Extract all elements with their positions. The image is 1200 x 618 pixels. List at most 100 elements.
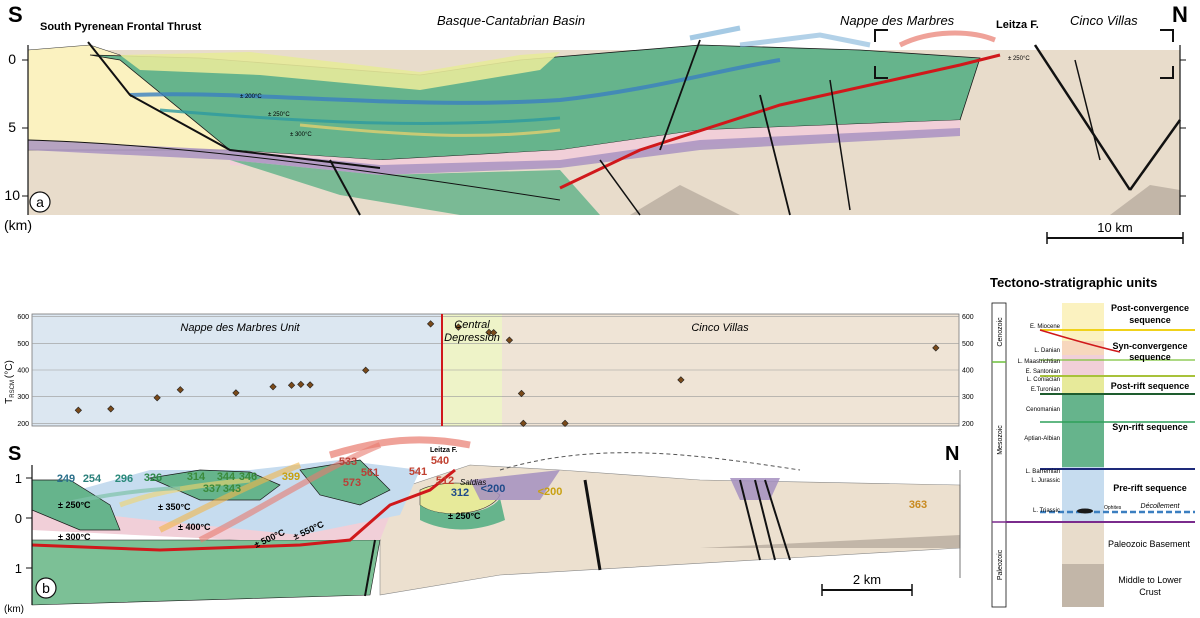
depth-unit: (km) (4, 217, 32, 233)
y-tick-left: 500 (17, 341, 29, 348)
stage-label: Cenomanian (1026, 407, 1060, 413)
panel-b-label: b (42, 580, 50, 596)
stage-label: L. Maastrichtian (1018, 359, 1060, 365)
y-tick-left: 400 (17, 368, 29, 375)
sample-label: 533 (339, 456, 357, 468)
b-depth-tick-zero: 0 (15, 511, 22, 526)
chart-grid (32, 316, 959, 424)
seq-pre-rift: Pre-rift sequence (1113, 483, 1187, 493)
y-tick-right: 200 (962, 421, 974, 428)
y-tick-right: 300 (962, 394, 974, 401)
b-leitza: Leitza F. (430, 447, 457, 454)
data-point (517, 389, 526, 398)
iso-label: ± 300°C (290, 132, 312, 138)
data-point (297, 380, 305, 389)
y-tick-right: 400 (962, 368, 974, 375)
panel-b-north: N (945, 443, 959, 465)
y-tick-left: 600 (17, 314, 29, 321)
sample-label: <200 (481, 483, 506, 495)
seq-post-rift: Post-rift sequence (1111, 381, 1190, 391)
sample-label: 344 (217, 471, 236, 483)
sample-label: 561 (361, 467, 379, 479)
stage-label: L. Danian (1034, 348, 1060, 354)
iso-label: ± 250°C (448, 511, 481, 521)
data-point (232, 389, 240, 397)
panel-a-badge (29, 191, 51, 213)
data-point (153, 394, 161, 402)
sample-label: 541 (409, 466, 427, 478)
title-basin: Basque-Cantabrian Basin (437, 13, 585, 28)
sample-label: 337 (203, 483, 221, 495)
b-depth-unit: (km) (4, 604, 24, 615)
title-sp-thrust: South Pyrenean Frontal Thrust (40, 21, 202, 33)
sample-label: 314 (187, 471, 206, 483)
data-point (485, 328, 493, 337)
data-point (176, 386, 184, 394)
sample-label: 312 (451, 487, 469, 499)
seq-syn-convergence: Syn-convergence (1112, 341, 1187, 351)
region-label-central: Central (454, 319, 490, 331)
region-label-cinco: Cinco Villas (691, 322, 749, 334)
seq-post-convergence: Post-convergence (1111, 303, 1189, 313)
stage-label: E. Miocene (1030, 324, 1061, 330)
chart-ticks: 200 200 300 300 400 400 500 500 600 600 (17, 314, 973, 428)
region-label-nappe: Nappe des Marbres Unit (180, 322, 300, 334)
title-nappe: Nappe des Marbres (840, 13, 955, 28)
sample-label: 363 (909, 499, 927, 511)
sample-label: 399 (282, 471, 300, 483)
trscm-chart: 200 200 300 300 400 400 500 500 600 600 Nappe des… (4, 313, 974, 428)
sample-label: 540 (431, 455, 449, 467)
stage-label: Aptian-Albian (1024, 436, 1060, 442)
era-cenozoic: Cenozoic (997, 317, 1004, 347)
b-depth-tick-top: 1 (15, 471, 22, 486)
basement-label: Paleozoic Basement (1108, 539, 1191, 549)
iso-label: ± 400°C (178, 522, 211, 532)
iso-label: ± 250°C (58, 500, 91, 510)
y-axis-label: TRSCM(°C) (4, 360, 16, 404)
panel-b-south: S (8, 443, 21, 465)
y-tick-left: 300 (17, 394, 29, 401)
stage-label: L. Barremian (1026, 469, 1060, 475)
data-point (454, 323, 463, 331)
chart-points (74, 320, 940, 427)
y-tick-right: 600 (962, 314, 974, 321)
data-point (490, 329, 498, 337)
legend-title: Tectono-stratigraphic units (990, 275, 1157, 290)
stage-label: L. Coniacian (1027, 377, 1060, 383)
depth-tick-10: 10 (4, 187, 20, 203)
depth-tick-5: 5 (8, 119, 16, 135)
data-point (74, 406, 82, 414)
iso-label: ± 250°C (268, 112, 290, 118)
data-point (932, 344, 940, 352)
sample-label: 346 (239, 471, 257, 483)
crust-label-1: Middle to Lower (1118, 575, 1182, 585)
decollement-label: Décollement (1141, 503, 1181, 510)
sample-label: 254 (83, 473, 102, 485)
sample-label: 326 (144, 472, 162, 484)
iso-label: ± 300°C (58, 532, 91, 542)
stage-label: E. Santonian (1026, 369, 1060, 375)
era-paleozoic: Paleozoic (997, 549, 1004, 580)
ophites-label: Ophites (1104, 505, 1122, 511)
y-tick-right: 500 (962, 341, 974, 348)
data-point (269, 383, 277, 391)
sample-label: 512 (436, 475, 454, 487)
seq-syn-rift: Syn-rift sequence (1112, 422, 1188, 432)
b-depth-tick-bottom: 1 (15, 561, 22, 576)
region-label-depression: Depression (444, 332, 500, 344)
units-legend: Tectono-stratigraphic units Cenozoic Mes… (990, 275, 1195, 608)
data-point (426, 320, 435, 328)
sample-label: <200 (538, 486, 563, 498)
y-tick-left: 200 (17, 421, 29, 428)
panel-a-south: S (8, 2, 23, 27)
panel-a: 0 5 10 (km) a S N South Pyrenean Frontal… (4, 2, 1188, 244)
stage-label: E.Turonian (1031, 387, 1060, 393)
iso-label: ± 200°C (240, 94, 262, 100)
b-saldias: Saldias (460, 478, 486, 487)
stage-label: L. Triassic (1033, 508, 1060, 514)
panel-b-badge (35, 577, 57, 599)
data-point (677, 376, 685, 384)
data-point (505, 336, 514, 344)
